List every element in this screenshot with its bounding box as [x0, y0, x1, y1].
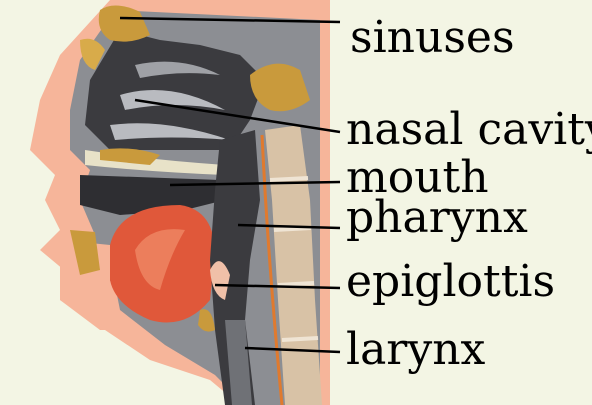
vertebra-divider	[274, 228, 311, 230]
label-epiglottis: epiglottis	[346, 260, 555, 304]
label-larynx: larynx	[346, 328, 485, 372]
vertebra-divider	[270, 178, 308, 180]
label-sinuses: sinuses	[350, 16, 515, 60]
label-pharynx: pharynx	[346, 196, 528, 240]
label-nasal-cavity: nasal cavity	[346, 108, 592, 152]
vertebra-divider	[282, 338, 318, 340]
vertebra-divider	[278, 283, 314, 285]
